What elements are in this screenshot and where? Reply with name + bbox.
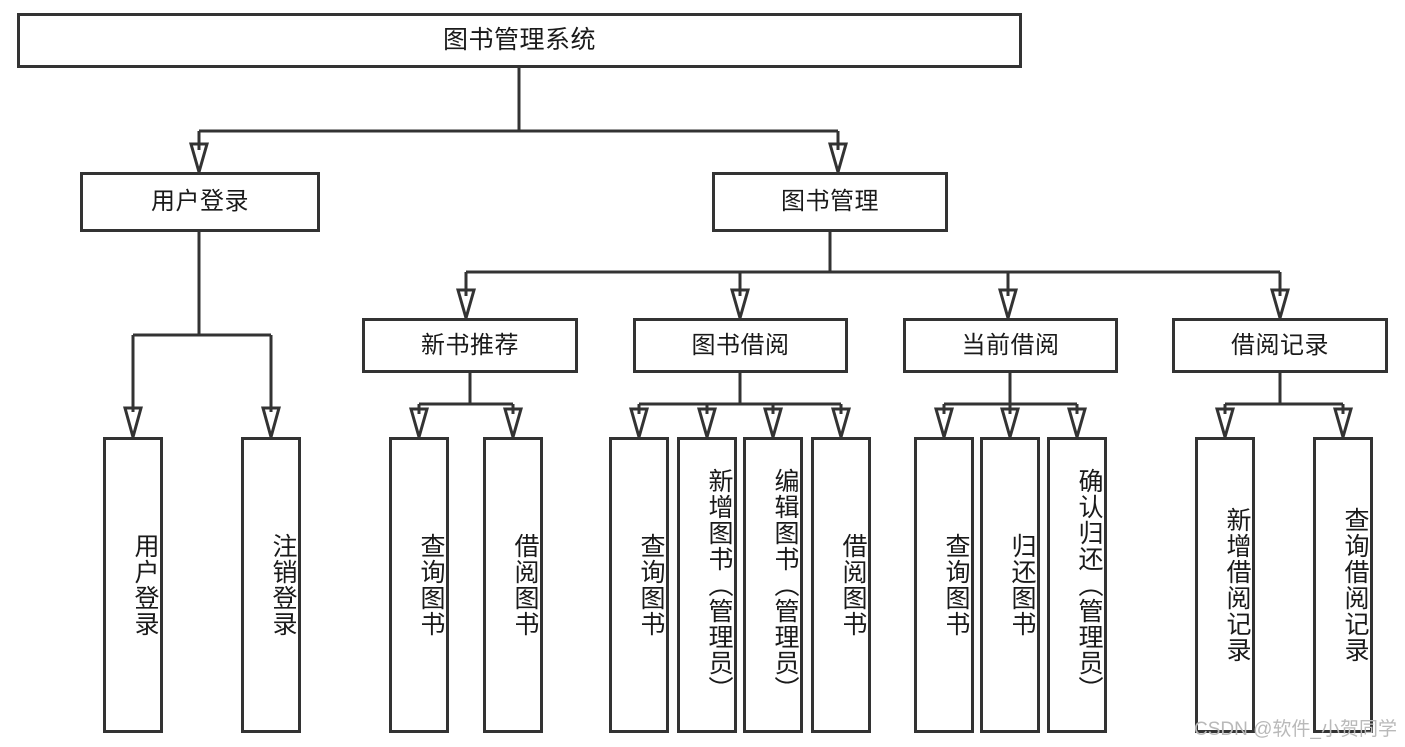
leaf-current-borrow-confirm[interactable]: 确认归还（管理员） xyxy=(1047,437,1107,733)
arrowhead-borrow-record xyxy=(1270,288,1290,324)
leaf-book-borrow-edit[interactable]: 编辑图书（管理员） xyxy=(743,437,803,733)
leaf-book-borrow-borrow[interactable]: 借阅图书 xyxy=(811,437,871,733)
arrowhead-borrow-record-leaf-2 xyxy=(1333,407,1353,443)
leaf-current-borrow-query-label: 查询图书 xyxy=(942,533,970,637)
arrowhead-new-book-leaf-2 xyxy=(503,407,523,443)
arrowhead-current-borrow-leaf-2 xyxy=(1000,407,1020,443)
leaf-new-book-query-label: 查询图书 xyxy=(417,533,445,637)
leaf-new-book-query[interactable]: 查询图书 xyxy=(389,437,449,733)
node-book-borrow[interactable]: 图书借阅 xyxy=(633,318,848,373)
arrowhead-current-borrow-leaf-1 xyxy=(934,407,954,443)
arrowhead-new-book-leaf-1 xyxy=(409,407,429,443)
leaf-user-login-login[interactable]: 用户登录 xyxy=(103,437,163,733)
leaf-current-borrow-return-label: 归还图书 xyxy=(1008,533,1036,637)
leaf-borrow-record-query[interactable]: 查询借阅记录 xyxy=(1313,437,1373,733)
leaf-current-borrow-query[interactable]: 查询图书 xyxy=(914,437,974,733)
arrowhead-new-book xyxy=(456,288,476,324)
arrowhead-book-manage xyxy=(828,142,848,178)
arrowhead-borrow-record-leaf-1 xyxy=(1215,407,1235,443)
node-root-system[interactable]: 图书管理系统 xyxy=(17,13,1022,68)
node-borrow-record[interactable]: 借阅记录 xyxy=(1172,318,1388,373)
leaf-user-login-logout[interactable]: 注销登录 xyxy=(241,437,301,733)
leaf-user-login-login-label: 用户登录 xyxy=(131,533,159,637)
leaf-borrow-record-query-label: 查询借阅记录 xyxy=(1341,507,1369,663)
node-user-login-label: 用户登录 xyxy=(151,188,249,215)
node-new-book-recommend-label: 新书推荐 xyxy=(421,331,519,359)
leaf-current-borrow-return[interactable]: 归还图书 xyxy=(980,437,1040,733)
leaf-book-borrow-query[interactable]: 查询图书 xyxy=(609,437,669,733)
arrowhead-book-borrow-leaf-1 xyxy=(629,407,649,443)
leaf-book-borrow-add[interactable]: 新增图书（管理员） xyxy=(677,437,737,733)
node-borrow-record-label: 借阅记录 xyxy=(1231,331,1329,359)
node-book-manage[interactable]: 图书管理 xyxy=(712,172,948,232)
arrowhead-book-borrow-leaf-4 xyxy=(831,407,851,443)
leaf-borrow-record-add-label: 新增借阅记录 xyxy=(1223,507,1251,663)
arrowhead-user-login-leaf-1 xyxy=(123,406,143,443)
node-user-login[interactable]: 用户登录 xyxy=(80,172,320,232)
arrowhead-current-borrow-leaf-3 xyxy=(1067,407,1087,443)
arrowhead-book-borrow xyxy=(730,288,750,324)
leaf-user-login-logout-label: 注销登录 xyxy=(269,533,297,637)
arrowhead-user-login-leaf-2 xyxy=(261,406,281,443)
leaf-book-borrow-borrow-label: 借阅图书 xyxy=(839,533,867,637)
node-current-borrow[interactable]: 当前借阅 xyxy=(903,318,1118,373)
node-book-borrow-label: 图书借阅 xyxy=(691,331,790,359)
arrowhead-book-borrow-leaf-2 xyxy=(697,407,717,443)
node-current-borrow-label: 当前借阅 xyxy=(961,331,1060,359)
arrowhead-current-borrow xyxy=(998,288,1018,324)
leaf-borrow-record-add[interactable]: 新增借阅记录 xyxy=(1195,437,1255,733)
leaf-book-borrow-edit-label: 编辑图书（管理员） xyxy=(771,468,799,702)
node-book-manage-label: 图书管理 xyxy=(781,188,879,215)
node-root-system-label: 图书管理系统 xyxy=(442,25,596,54)
leaf-new-book-borrow[interactable]: 借阅图书 xyxy=(483,437,543,733)
arrowhead-user-login xyxy=(189,142,209,178)
leaf-book-borrow-add-label: 新增图书（管理员） xyxy=(705,468,733,702)
leaf-new-book-borrow-label: 借阅图书 xyxy=(511,533,539,637)
watermark-text: CSDN @软件_小贺同学 xyxy=(1194,719,1397,740)
arrowhead-book-borrow-leaf-3 xyxy=(763,407,783,443)
leaf-current-borrow-confirm-label: 确认归还（管理员） xyxy=(1075,468,1103,702)
leaf-book-borrow-query-label: 查询图书 xyxy=(637,533,665,637)
node-new-book-recommend[interactable]: 新书推荐 xyxy=(362,318,578,373)
